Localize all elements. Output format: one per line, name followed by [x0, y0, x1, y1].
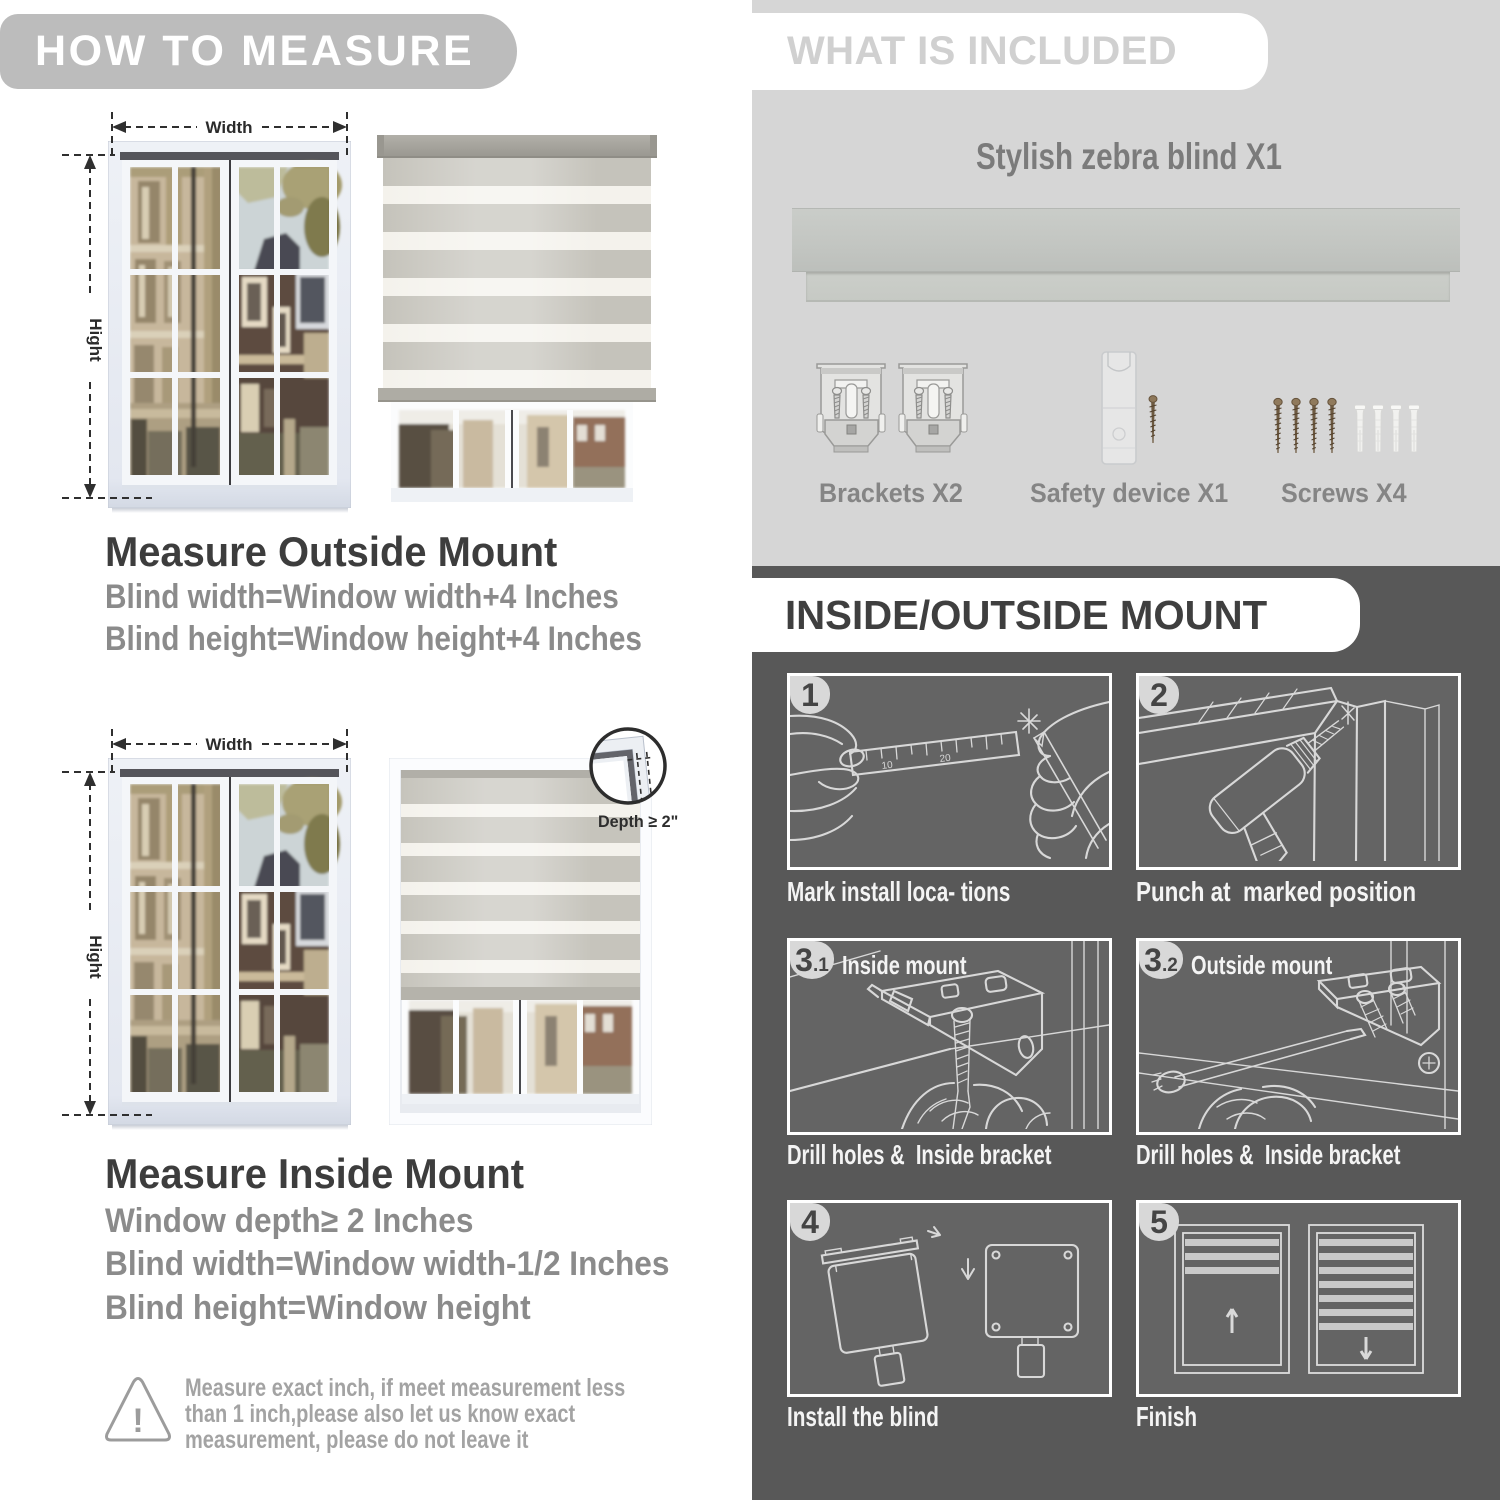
svg-text:20: 20: [939, 753, 952, 765]
svg-text:!: !: [132, 1402, 143, 1440]
svg-text:Hight: Hight: [86, 935, 105, 979]
svg-text:Hight: Hight: [86, 318, 105, 362]
svg-text:Width: Width: [205, 118, 252, 137]
svg-text:10: 10: [881, 760, 894, 772]
svg-text:Width: Width: [205, 735, 252, 754]
